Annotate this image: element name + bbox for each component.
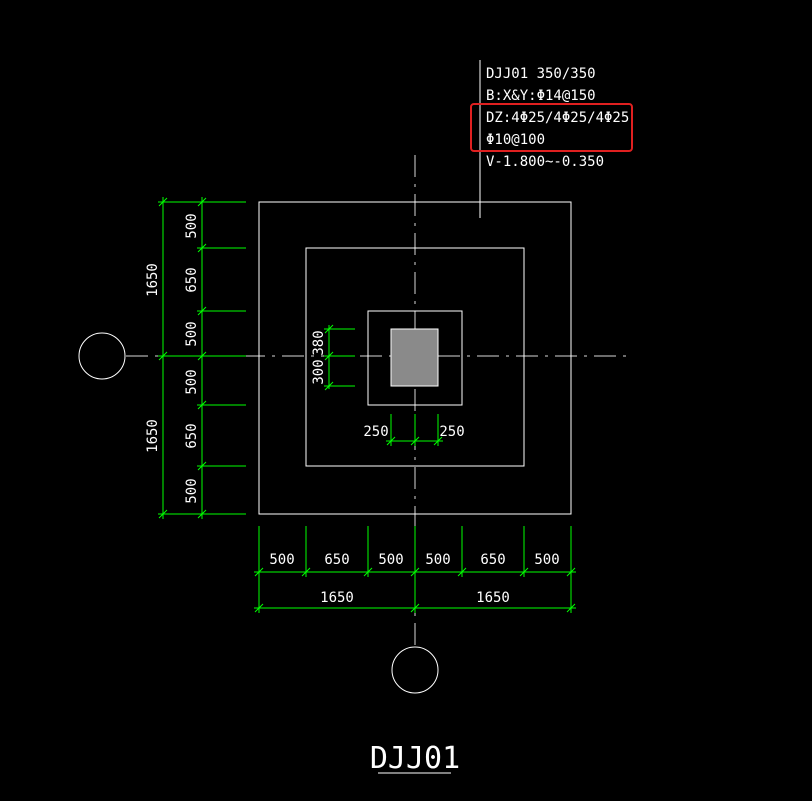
dim-label: 500 — [534, 552, 559, 568]
dim-label: 650 — [184, 267, 200, 292]
axis-bubble-left[interactable] — [78, 332, 126, 380]
dim-tick — [254, 603, 264, 613]
dim-tick — [433, 436, 443, 446]
dim-label: 500 — [184, 213, 200, 238]
annotation-block: DJJ01 350/350 B:X&Y:Φ14@150 DZ:4Φ25/4Φ25… — [486, 66, 629, 170]
dim-label: 1650 — [476, 590, 510, 606]
dim-label: 300 — [311, 359, 327, 384]
dim-tick — [410, 603, 420, 613]
dim-tick — [301, 567, 311, 577]
dim-tick — [197, 351, 207, 361]
column-horizontal-dimensions — [386, 414, 443, 446]
dim-tick — [197, 243, 207, 253]
annotation-line-4: Φ10@100 — [486, 132, 545, 148]
left-dimensions — [158, 197, 246, 519]
bottom-dimension-labels: 500 650 500 500 650 500 1650 1650 — [269, 552, 559, 606]
dim-label: 1650 — [145, 263, 161, 297]
dim-label: 500 — [184, 478, 200, 503]
dim-label: 650 — [480, 552, 505, 568]
dim-tick — [197, 461, 207, 471]
dim-tick — [324, 351, 334, 361]
dim-label: 500 — [184, 369, 200, 394]
dim-tick — [324, 381, 334, 391]
dim-label: 1650 — [320, 590, 354, 606]
dim-tick — [158, 351, 168, 361]
footing-step-middle[interactable] — [305, 247, 525, 467]
footing-step-inner[interactable] — [367, 310, 463, 406]
footing-step-outer[interactable] — [258, 201, 572, 515]
dim-label: 500 — [425, 552, 450, 568]
dim-tick — [158, 197, 168, 207]
axis-bubble-bottom[interactable] — [391, 646, 439, 694]
dim-label: 1650 — [145, 419, 161, 453]
dim-tick — [566, 603, 576, 613]
dim-label: 650 — [324, 552, 349, 568]
dim-tick — [386, 436, 396, 446]
dim-tick — [566, 567, 576, 577]
dim-label: 650 — [184, 423, 200, 448]
column-section[interactable] — [390, 328, 439, 387]
annotation-line-5: V-1.800~-0.350 — [486, 154, 604, 170]
dim-tick — [254, 567, 264, 577]
dim-label: 250 — [363, 424, 388, 440]
dim-tick — [519, 567, 529, 577]
dim-tick — [197, 400, 207, 410]
dim-label: 500 — [378, 552, 403, 568]
annotation-line-1: DJJ01 350/350 — [486, 66, 596, 82]
drawing-title: DJJ01 — [370, 741, 460, 776]
left-dimension-labels: 1650 1650 500 650 500 500 650 500 — [145, 213, 200, 503]
dim-tick — [457, 567, 467, 577]
dim-tick — [158, 509, 168, 519]
dim-label: 250 — [439, 424, 464, 440]
column-horizontal-labels: 250 250 — [363, 424, 464, 440]
dim-tick — [363, 567, 373, 577]
footing-outline[interactable] — [258, 201, 572, 515]
dim-label: 500 — [269, 552, 294, 568]
dim-tick — [410, 436, 420, 446]
column-vertical-labels: 300 380 — [311, 330, 327, 384]
dim-label: 500 — [184, 321, 200, 346]
annotation-line-3: DZ:4Φ25/4Φ25/4Φ25 — [486, 110, 629, 126]
annotation-line-2: B:X&Y:Φ14@150 — [486, 88, 596, 104]
column-vertical-dimensions — [324, 324, 355, 391]
dim-tick — [197, 197, 207, 207]
dim-label: 380 — [311, 330, 327, 355]
dim-tick — [410, 567, 420, 577]
drawing-title-text: DJJ01 — [370, 741, 460, 776]
dim-tick — [197, 306, 207, 316]
bottom-dimensions — [254, 526, 576, 613]
dim-tick — [324, 324, 334, 334]
highlight-box — [470, 103, 633, 152]
dim-tick — [197, 509, 207, 519]
